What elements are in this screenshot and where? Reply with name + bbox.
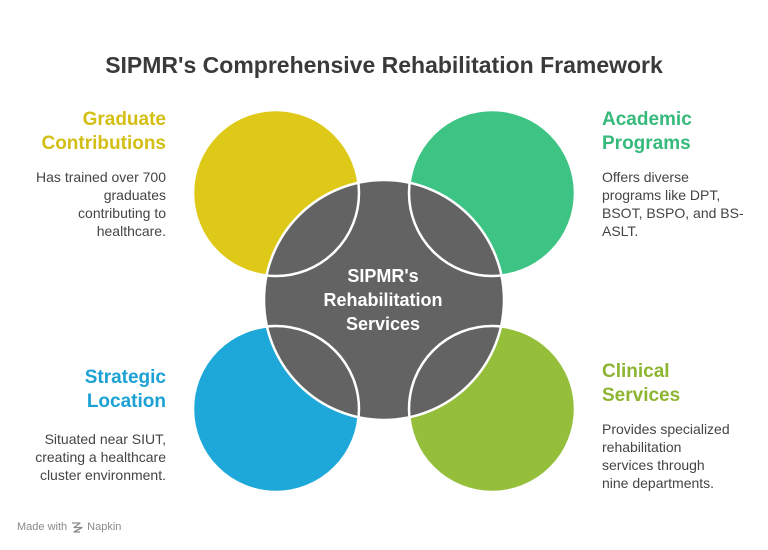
clinical-description-line: nine departments. — [602, 475, 715, 491]
academic-heading-line: Academic — [602, 109, 692, 130]
clinical-heading-line: Services — [602, 385, 681, 406]
footer: Made with Napkin — [17, 521, 121, 533]
graduate-description-line: graduates — [103, 187, 166, 203]
academic-description-line: Offers diverse — [602, 169, 689, 185]
graduate-description-line: healthcare. — [96, 223, 166, 239]
location-description-line: Situated near SIUT, — [44, 431, 166, 447]
graduate-heading-line: Graduate — [82, 109, 166, 130]
diagram-title: SIPMR's Comprehensive Rehabilitation Fra… — [105, 52, 663, 78]
academic-description: Offers diverse programs like DPT, BSOT, … — [602, 168, 744, 240]
academic-description-line: BSOT, BSPO, and BS- — [602, 205, 744, 221]
center-label-line: Services — [345, 314, 421, 334]
academic-circle-outline — [407, 108, 577, 278]
graduate-heading: Graduate Contributions — [41, 108, 166, 156]
location-description-line: cluster environment. — [39, 467, 166, 483]
graduate-description-line: contributing to — [78, 205, 166, 221]
made-with-label: Made with — [17, 521, 68, 533]
clinical-heading: Clinical Services — [602, 360, 680, 408]
center-label-line: SIPMR's — [347, 266, 419, 286]
location-description-line: creating a healthcare — [35, 449, 166, 465]
center-circle — [264, 180, 504, 420]
location-heading-line: Location — [86, 391, 166, 412]
clinical-heading-line: Clinical — [602, 361, 670, 382]
clinical-circle-outline — [407, 324, 577, 494]
graduate-heading-line: Contributions — [41, 133, 166, 154]
location-circle-outline — [191, 324, 361, 494]
academic-description-line: programs like DPT, — [602, 187, 721, 203]
clinical-description-line: Provides specialized — [602, 421, 730, 437]
location-heading-line: Strategic — [84, 367, 166, 388]
graduate-description-line: Has trained over 700 — [36, 169, 166, 185]
napkin-brand-label[interactable]: Napkin — [87, 521, 122, 533]
center-circle-outline — [262, 178, 506, 422]
clinical-description-line: rehabilitation — [602, 439, 682, 455]
napkin-logo-icon — [71, 521, 83, 533]
clinical-description: Provides specialized rehabilitation serv… — [602, 420, 730, 492]
academic-heading-line: Programs — [602, 133, 691, 154]
center-label: SIPMR's Rehabilitation Services — [283, 264, 483, 336]
location-heading: Strategic Location — [85, 366, 166, 414]
clinical-description-line: services through — [602, 457, 705, 473]
graduate-description: Has trained over 700 graduates contribut… — [36, 168, 166, 240]
center-label-line: Rehabilitation — [323, 290, 443, 310]
academic-heading: Academic Programs — [602, 108, 692, 156]
location-description: Situated near SIUT, creating a healthcar… — [35, 430, 166, 484]
graduate-circle-outline — [191, 108, 361, 278]
academic-description-line: ASLT. — [602, 223, 639, 239]
